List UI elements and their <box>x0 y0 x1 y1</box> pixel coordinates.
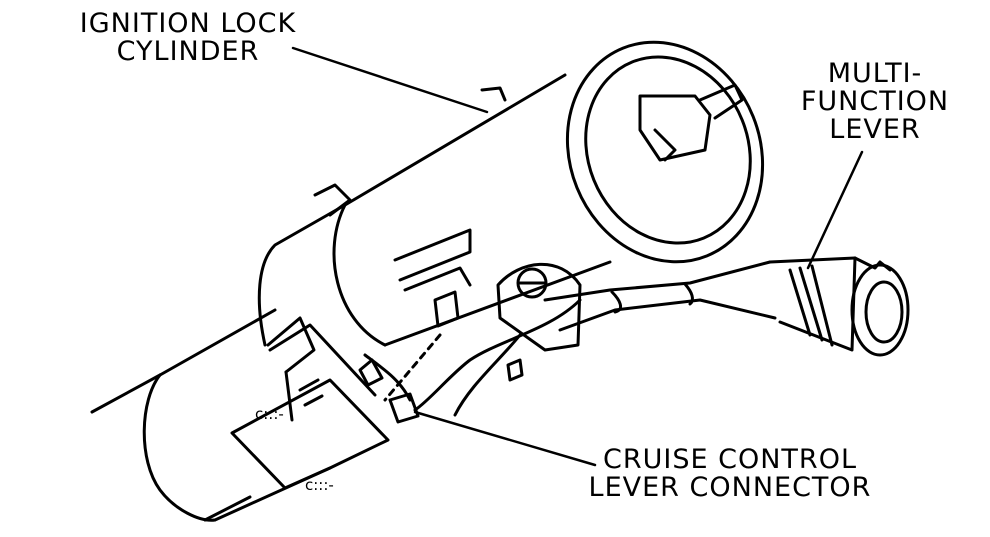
column-shaft <box>90 373 252 522</box>
multifunction-switch-area <box>393 228 582 352</box>
cruise-wiring <box>358 298 582 424</box>
label-line: LEVER <box>829 114 921 145</box>
ignition-leader-line <box>291 46 489 114</box>
label-ignition-lock-cylinder: IGNITION LOCK CYLINDER <box>58 10 318 66</box>
upper-cylinder <box>313 40 765 347</box>
label-multifunction-lever: MULTI- FUNCTION LEVER <box>800 60 950 144</box>
label-line: FUNCTION <box>800 86 950 117</box>
svg-text:c:::-: c:::- <box>305 476 334 494</box>
label-line: LEVER CONNECTOR <box>588 472 872 503</box>
leader-lines <box>291 46 864 467</box>
mounting-bracket: c:::- c:::- <box>255 316 334 494</box>
label-line: CYLINDER <box>116 36 260 67</box>
lower-housing <box>142 203 390 522</box>
multifunction-leader-line <box>806 150 864 270</box>
label-cruise-control-lever-connector: CRUISE CONTROL LEVER CONNECTOR <box>580 446 880 502</box>
cruise-leader-line <box>413 410 597 467</box>
label-line: CRUISE CONTROL <box>603 444 857 475</box>
svg-text:c:::-: c:::- <box>255 405 284 423</box>
ignition-lock-shaft <box>638 83 744 162</box>
label-line: IGNITION LOCK <box>79 8 297 39</box>
multifunction-lever <box>543 256 910 357</box>
label-line: MULTI- <box>827 58 923 89</box>
